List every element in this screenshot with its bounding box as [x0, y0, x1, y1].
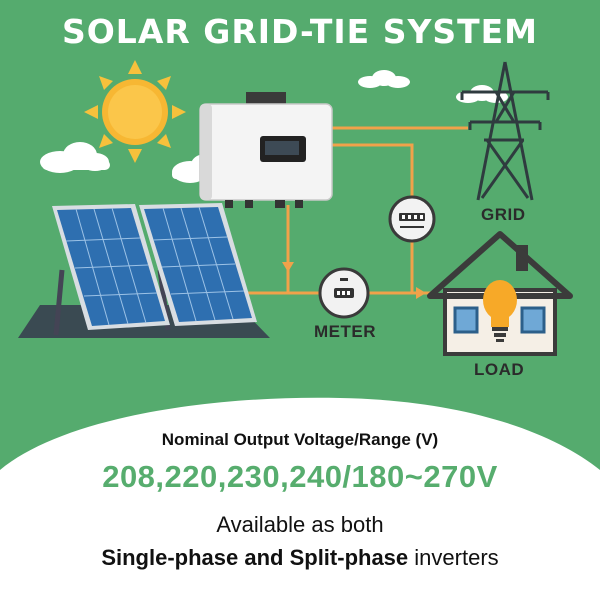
meter-icon	[388, 195, 436, 243]
phase-suffix: inverters	[408, 545, 499, 570]
info-panel	[0, 397, 600, 600]
solar-panel-icon	[18, 203, 270, 338]
transmission-tower-icon	[460, 61, 550, 201]
lightbulb-icon	[483, 280, 517, 342]
grid-label: GRID	[481, 205, 526, 224]
cloud-icon	[358, 70, 410, 88]
meter-icon	[318, 267, 370, 319]
phase-text: Single-phase and Split-phase inverters	[0, 545, 600, 571]
wiring	[232, 126, 468, 295]
phase-types: Single-phase and Split-phase	[101, 545, 409, 570]
page-title: SOLAR GRID-TIE SYSTEM	[61, 12, 539, 51]
cloud-icon	[40, 142, 110, 173]
voltage-heading: Nominal Output Voltage/Range (V)	[161, 430, 439, 449]
voltage-values: 208,220,230,240/180~270V	[102, 459, 498, 494]
availability-text: Available as both	[216, 512, 384, 537]
load-label: LOAD	[474, 360, 525, 379]
inverter-icon	[199, 92, 333, 208]
meter-label: METER	[314, 322, 376, 341]
sun-icon	[84, 60, 186, 163]
